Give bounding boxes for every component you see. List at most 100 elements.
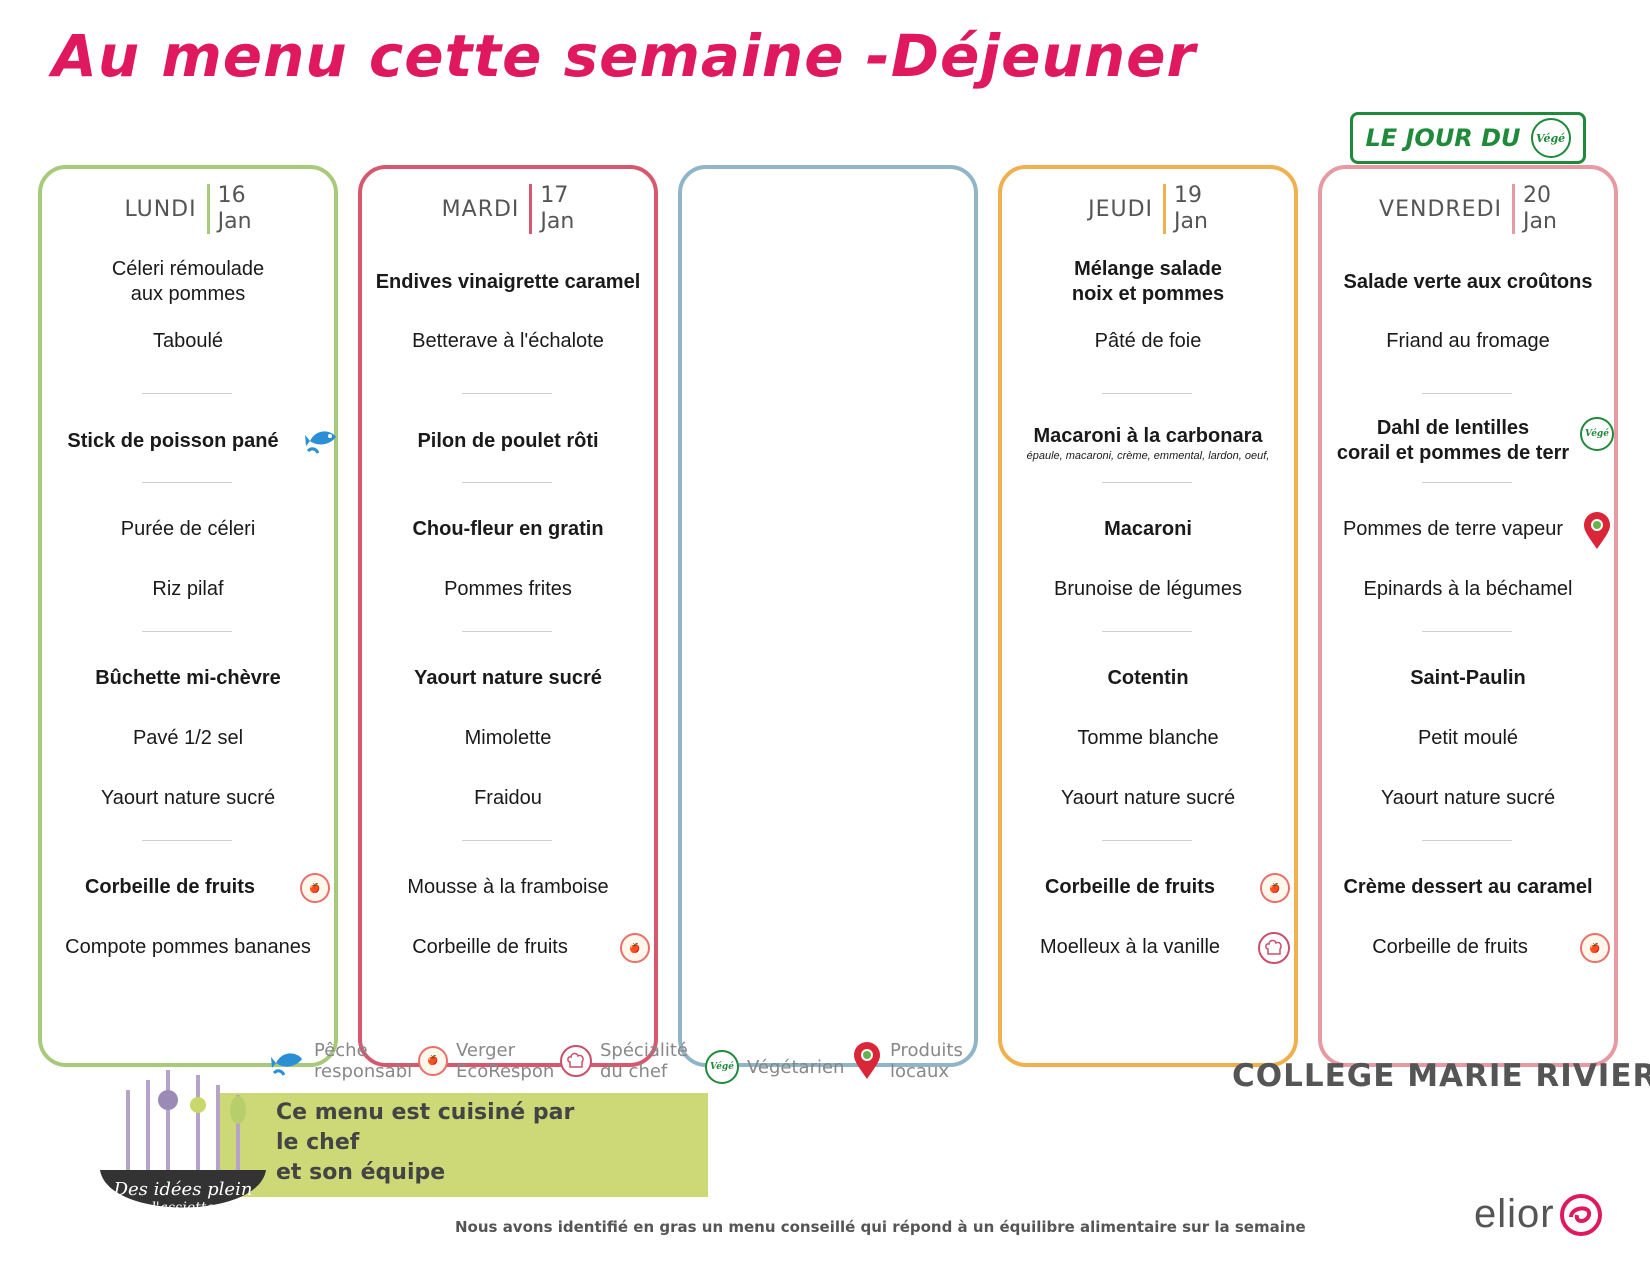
footer-note: Nous avons identifié en gras un menu con… [455,1218,1306,1236]
chef-hat-icon [560,1045,592,1077]
divider [1422,840,1512,841]
vege-icon: Végé [705,1050,739,1084]
menu-item: Riz pilaf [152,578,224,600]
menu-item: Yaourt nature sucré [1380,787,1556,809]
divider [462,631,552,632]
menu-item: Fraidou [474,787,542,809]
menu-item: Brunoise de légumes [1054,578,1242,600]
menu-item: Saint-Paulin [1410,667,1526,689]
day-separator [1512,184,1516,234]
chef-hat-icon [1258,932,1290,964]
apple-icon: 🍎 [1580,933,1610,963]
divider [1102,393,1192,394]
menu-item: noix et pommes [1071,283,1225,305]
menu-item: Pommes frites [444,578,572,600]
day-column-mercredi [678,165,978,1067]
vege-badge-icon: Végé [1530,118,1571,158]
brand-name: elior [1474,1192,1555,1236]
menu-item: Endives vinaigrette caramel [375,271,641,293]
apple-icon: 🍎 [300,873,330,903]
divider [142,631,232,632]
elior-logo: elior [1474,1192,1603,1237]
menu-item: Tomme blanche [1077,727,1219,749]
divider [1102,631,1192,632]
fish-icon [304,421,340,457]
menu-item: Céleri rémoulade [111,258,265,280]
menu-item: Mousse à la framboise [407,876,609,898]
divider [1102,840,1192,841]
menu-item: Pilon de poulet rôti [417,430,599,452]
menu-item: Compote pommes bananes [65,936,311,958]
vege-day-banner: LE JOUR DU Végé [1350,112,1586,164]
vege-icon: Végé [1580,417,1614,451]
apple-icon: 🍎 [620,933,650,963]
menu-item: Cotentin [1107,667,1189,689]
divider [142,482,232,483]
fish-icon [271,1053,302,1076]
divider [142,393,232,394]
menu-item: Stick de poisson pané [67,430,279,452]
menu-item: Yaourt nature sucré [1060,787,1236,809]
apple-icon: 🍎 [1260,873,1290,903]
chef-message: Ce menu est cuisiné par le chef et son é… [276,1100,575,1185]
divider [1422,482,1512,483]
divider [1102,482,1192,483]
day-name: VENDREDI [1379,196,1503,222]
divider [1422,631,1512,632]
divider [462,393,552,394]
menu-item: Moelleux à la vanille [1039,936,1221,958]
menu-item: Purée de céleri [120,518,256,540]
chef-banner [218,1093,708,1197]
menu-item: Dahl de lentilles [1376,417,1530,439]
vege-banner-text: LE JOUR DU [1365,124,1521,152]
logo-lettering: Des idées plein [113,1179,253,1200]
page-title: Au menu cette semaine -Déjeuner [52,22,1197,90]
divider [462,840,552,841]
menu-item: Betterave à l'échalote [412,330,604,352]
local-pin-icon [1582,512,1612,550]
apple-icon: 🍎 [418,1046,448,1076]
menu-item: Corbeille de fruits [1044,876,1216,898]
menu-item-detail: épaule, macaroni, crème, emmental, lardo… [1026,450,1270,462]
menu-item: Corbeille de fruits [84,876,256,898]
menu-item: Pavé 1/2 sel [132,727,244,749]
menu-item: Petit moulé [1417,727,1519,749]
divider [462,482,552,483]
menu-item: corail et pommes de terr [1336,442,1570,464]
menu-item: Macaroni [1104,518,1192,540]
day-name: JEUDI [1088,196,1153,222]
legend-vege: Végé Végétarien [705,1050,844,1084]
local-pin-icon [854,1042,880,1079]
menu-item: Macaroni à la carbonara [1033,425,1263,447]
day-name: MARDI [441,196,520,222]
menu-item: Friand au fromage [1386,330,1550,352]
menu-item: Crème dessert au caramel [1343,876,1593,898]
menu-item: Epinards à la béchamel [1363,578,1573,600]
menu-item: Pommes de terre vapeur [1342,518,1564,540]
elior-mark-icon [1559,1193,1602,1236]
menu-item: aux pommes [130,283,246,305]
divider [1422,393,1512,394]
day-separator [1163,184,1166,234]
menu-item: Corbeille de fruits [1372,936,1528,958]
menu-item: Mimolette [464,727,552,749]
menu-item: Corbeille de fruits [412,936,568,958]
menu-item: Yaourt nature sucré [414,667,602,689]
divider [142,840,232,841]
school-name: COLLEGE MARIE RIVIER [1232,1058,1650,1094]
menu-item: Bûchette mi-chèvre [95,667,281,689]
